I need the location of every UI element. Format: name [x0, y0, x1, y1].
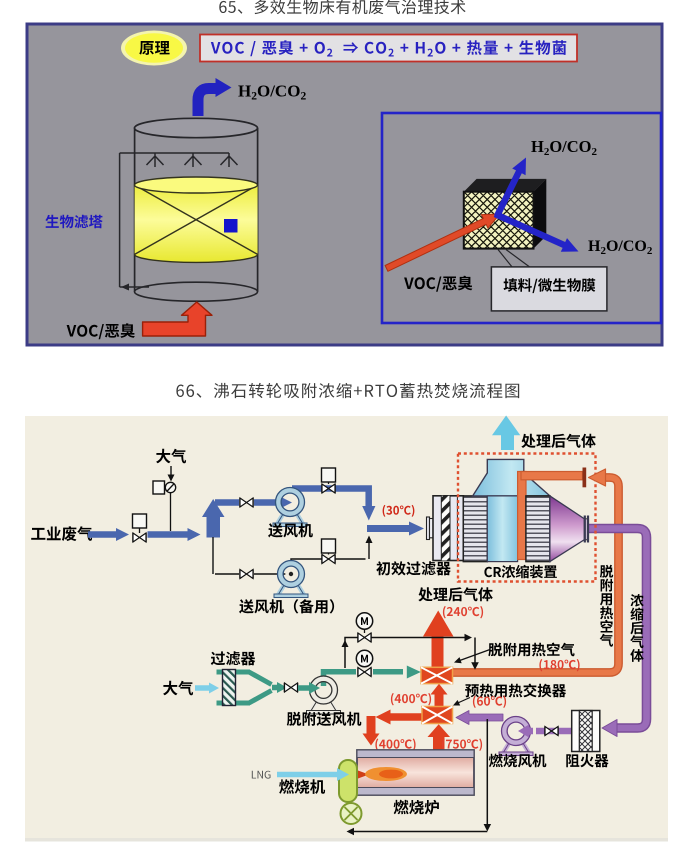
svg-text:H2O/CO2: H2O/CO2 [588, 238, 653, 257]
svg-text:H2O/CO2: H2O/CO2 [238, 82, 306, 103]
svg-text:H2O/CO2: H2O/CO2 [531, 137, 598, 158]
